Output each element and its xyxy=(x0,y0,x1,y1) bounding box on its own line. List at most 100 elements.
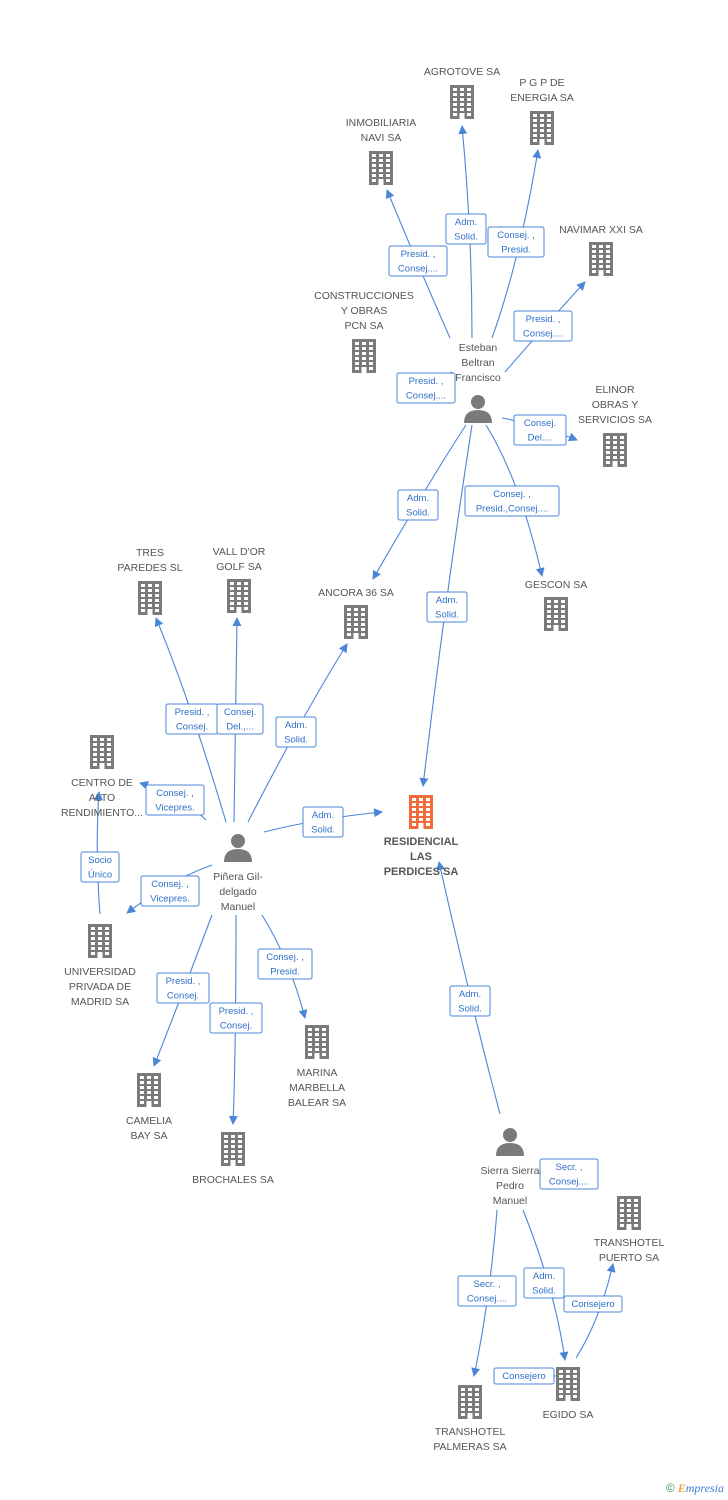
node-transpuerto[interactable]: TRANSHOTEL PUERTO SA xyxy=(594,1196,665,1264)
edge-label-esteban-center[interactable]: Adm.Solid. xyxy=(426,591,468,623)
node-label: PALMERAS SA xyxy=(433,1441,506,1453)
building-icon xyxy=(137,1073,161,1107)
node-label: BALEAR SA xyxy=(288,1097,346,1109)
edge-label-text: Consej.... xyxy=(406,391,446,402)
node-label: Francisco xyxy=(455,372,501,384)
edge-label-text: Solid. xyxy=(406,508,430,519)
edge-label-pinera-brochales[interactable]: Presid. , Consej. xyxy=(209,1002,263,1034)
node-navimar[interactable]: NAVIMAR XXI SA xyxy=(559,224,643,276)
building-icon xyxy=(530,111,554,145)
node-label: Beltran xyxy=(461,357,494,369)
edge-label-pinera-vall[interactable]: Consej.Del.,... xyxy=(216,703,264,735)
edge-label-text: Consejero xyxy=(502,1371,545,1382)
footer-brand[interactable]: © Empresia xyxy=(666,1481,724,1496)
edge-label-sierra-transpalmeras[interactable]: Secr. ,Consej.... xyxy=(457,1275,517,1307)
node-brochales[interactable]: BROCHALES SA xyxy=(192,1132,274,1186)
node-egido[interactable]: EGIDO SA xyxy=(543,1367,594,1421)
node-label: delgado xyxy=(219,886,257,898)
edge-label-text: Consej. , xyxy=(156,788,194,799)
edge-label-text: Solid. xyxy=(532,1286,556,1297)
edge-label-text: Consej. , xyxy=(493,489,531,500)
node-label: CAMELIA xyxy=(126,1115,172,1127)
node-label: RESIDENCIAL xyxy=(384,836,459,848)
node-label: PUERTO SA xyxy=(599,1252,659,1264)
building-icon xyxy=(603,433,627,467)
edge-label-esteban-elinor[interactable]: Consej. Del.... xyxy=(513,414,567,446)
edge-label-text: Presid. , xyxy=(409,376,444,387)
node-label: Y OBRAS xyxy=(341,305,388,317)
node-ancora[interactable]: ANCORA 36 SA xyxy=(318,587,394,639)
copyright-icon: © xyxy=(665,1481,675,1495)
brand-initial: E xyxy=(677,1481,686,1495)
edge-label-esteban-ancora[interactable]: Adm.Solid. xyxy=(397,489,439,521)
node-label: PAREDES SL xyxy=(117,562,182,574)
edge-label-pinera-marina[interactable]: Consej. ,Presid. xyxy=(257,948,313,980)
building-icon xyxy=(589,242,613,276)
edge-label-pinera-universidad[interactable]: Consej. ,Vicepres. xyxy=(140,875,200,907)
edge-label-esteban-navimar[interactable]: Presid. ,Consej.... xyxy=(513,310,573,342)
edge-label-text: Consej.... xyxy=(523,329,563,340)
node-label: TRES xyxy=(136,547,164,559)
node-label: UNIVERSIDAD xyxy=(64,966,136,978)
edge-label-text: Presid. xyxy=(270,967,300,978)
person-icon xyxy=(224,834,252,862)
building-icon xyxy=(305,1025,329,1059)
edge-label-esteban-inmobiliaria[interactable]: Presid. ,Consej.... xyxy=(388,245,448,277)
edge-label-pinera-centro[interactable]: Consej. ,Vicepres. xyxy=(145,784,205,816)
edge-label-sierra-center[interactable]: Adm.Solid. xyxy=(449,985,491,1017)
node-gescon[interactable]: GESCON SA xyxy=(525,579,587,631)
node-label: PRIVADA DE xyxy=(69,981,131,993)
building-icon xyxy=(227,579,251,613)
edge-label-egido-transpuerto[interactable]: Consejero xyxy=(563,1295,623,1313)
edge-label-sierra-transpuerto[interactable]: Secr. ,Consej.... xyxy=(539,1158,599,1190)
edge-label-text: Secr. , xyxy=(474,1279,501,1290)
node-label: BROCHALES SA xyxy=(192,1174,274,1186)
edge-label-text: Consej. xyxy=(220,1021,252,1032)
node-tres[interactable]: TRES PAREDES SL xyxy=(117,547,183,615)
edge-label-text: Consej.... xyxy=(398,264,438,275)
edge-label-egido-transpalmeras[interactable]: Consejero xyxy=(493,1367,555,1385)
edge-label-text: Adm. xyxy=(312,810,334,821)
building-icon xyxy=(221,1132,245,1166)
edge-label-esteban-gescon[interactable]: Consej. ,Presid.,Consej.... xyxy=(464,485,560,517)
edge-label-text: Adm. xyxy=(436,595,458,606)
building-icon xyxy=(352,339,376,373)
edge-label-text: Vicepres. xyxy=(150,894,189,905)
node-label: TRANSHOTEL xyxy=(594,1237,665,1249)
edge-label-text: Del.... xyxy=(528,433,553,444)
edge-label-sierra-egido[interactable]: Adm.Solid. xyxy=(523,1267,565,1299)
node-label: MARINA xyxy=(297,1067,338,1079)
edge-label-text: Único xyxy=(88,870,112,881)
edge-label-pinera-center[interactable]: Adm. Solid. xyxy=(302,806,344,838)
edge-label-esteban-agrotove[interactable]: Adm.Solid. xyxy=(445,213,487,245)
edge-label-text: Presid. , xyxy=(175,707,210,718)
node-label: PCN SA xyxy=(344,320,383,332)
edge-label-text: Consej. xyxy=(524,418,556,429)
node-agrotove[interactable]: AGROTOVE SA xyxy=(424,66,500,119)
node-centro[interactable]: CENTRO DEALTORENDIMIENTO... xyxy=(61,735,143,819)
edge-label-text: Secr. , xyxy=(556,1162,583,1173)
edge-label-esteban-construcciones[interactable]: Presid. , Consej.... xyxy=(396,372,456,404)
edge-label-text: Solid. xyxy=(311,825,335,836)
edge-label-pinera-camelia[interactable]: Presid. ,Consej. xyxy=(156,972,210,1004)
edge-label-esteban-pgp[interactable]: Consej. ,Presid. xyxy=(487,226,545,258)
edge-label-text: Consej. xyxy=(176,722,208,733)
edge-label-text: Presid. , xyxy=(219,1006,254,1017)
edge-label-pinera-ancora[interactable]: Adm.Solid. xyxy=(275,716,317,748)
node-label: Esteban xyxy=(459,342,498,354)
edge-label-pinera-tres[interactable]: Presid. , Consej. xyxy=(165,703,219,735)
